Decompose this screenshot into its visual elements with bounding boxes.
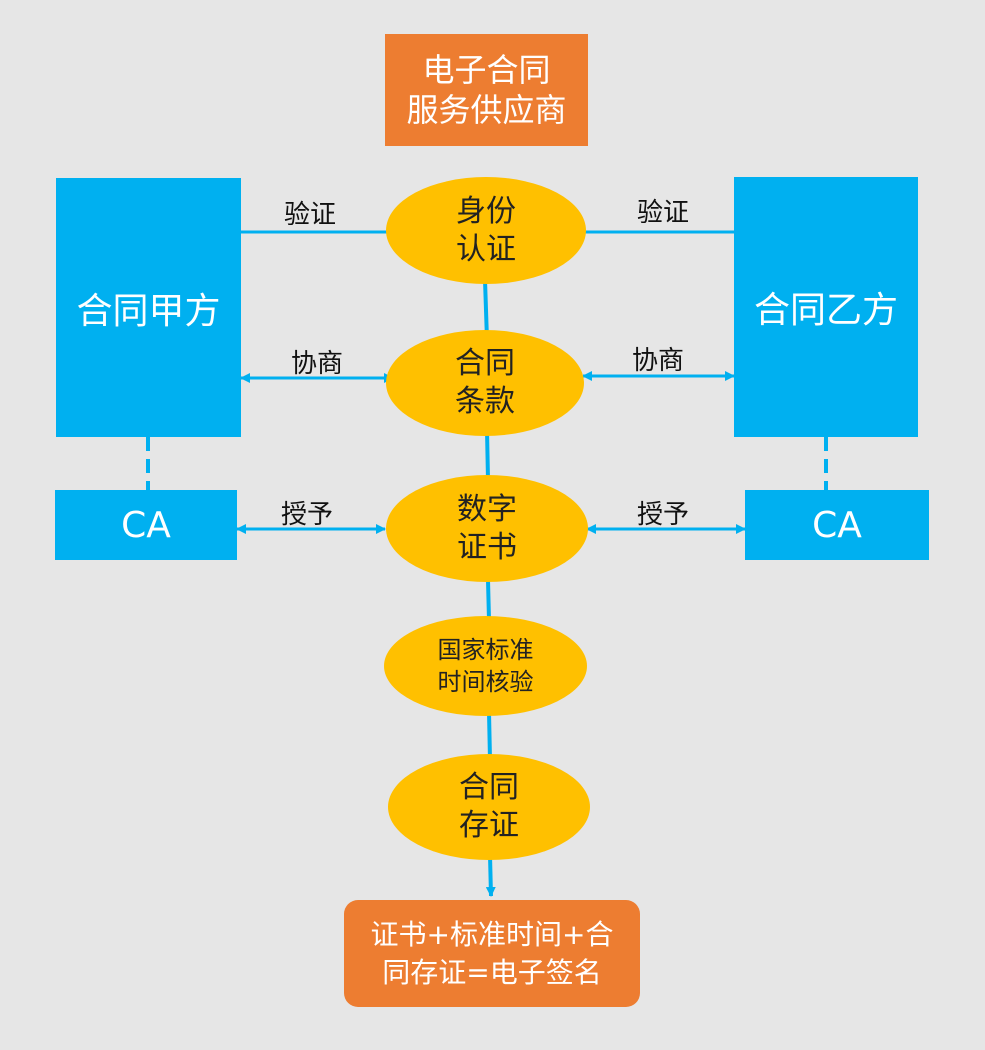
ca-right-box: CA <box>745 490 929 560</box>
result-box: 证书+标准时间+合 同存证=电子签名 <box>344 900 640 1007</box>
provider-box: 电子合同 服务供应商 <box>385 34 588 146</box>
contract-storage-ellipse: 合同 存证 <box>388 754 590 860</box>
verify-left-label: 验证 <box>284 200 337 230</box>
negotiate-right-label: 协商 <box>632 346 685 376</box>
digital-certificate-ellipse: 数字 证书 <box>386 475 588 582</box>
time-verification-ellipse: 国家标准 时间核验 <box>384 616 587 716</box>
grant-left-label: 授予 <box>281 500 334 530</box>
party-a-box: 合同甲方 <box>56 178 241 437</box>
identity-auth-ellipse: 身份 认证 <box>386 177 586 284</box>
spine-arrow <box>485 854 496 897</box>
grant-right-label: 授予 <box>637 500 690 530</box>
ca-left-box: CA <box>55 490 237 560</box>
spine-line <box>485 429 490 481</box>
spine-line <box>487 711 492 761</box>
contract-terms-ellipse: 合同 条款 <box>386 330 584 436</box>
spine-line <box>486 579 491 621</box>
negotiate-left-label: 协商 <box>291 349 344 379</box>
verify-right-label: 验证 <box>637 198 690 228</box>
party-b-box: 合同乙方 <box>734 177 918 437</box>
